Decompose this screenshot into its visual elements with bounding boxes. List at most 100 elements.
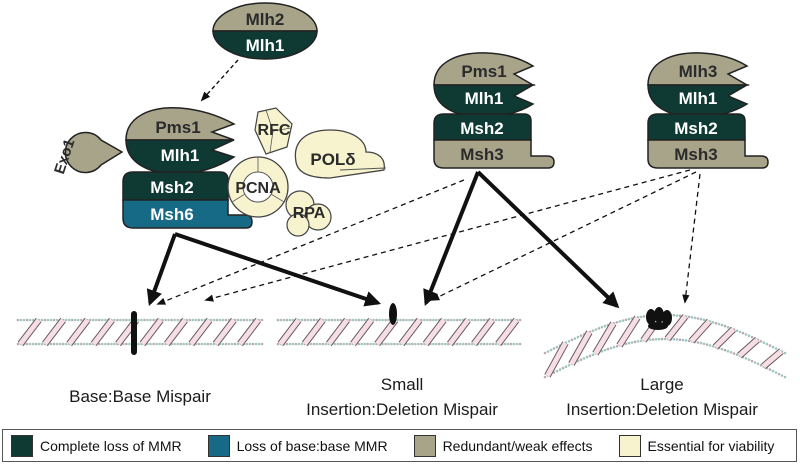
dna-base-dot [494, 342, 498, 346]
dna-strand-segment [689, 319, 712, 343]
dna-base-dot [363, 318, 366, 322]
dna-base-dot [236, 342, 240, 346]
dna-base-dot [212, 342, 216, 346]
dna-base-dot [212, 318, 216, 322]
dna-base-dot [642, 315, 646, 318]
dna-base-dot [396, 342, 399, 346]
dna-base-dot [482, 342, 486, 346]
dna-base-dot [774, 347, 778, 350]
middle-msh3-label: Msh3 [460, 145, 503, 164]
dna-base-dot [372, 342, 375, 346]
dna-base-dot [600, 325, 604, 329]
dna-base-dot [40, 342, 44, 346]
dna-base-dot [759, 340, 763, 343]
pcna-label: PCNA [235, 180, 281, 197]
dna-base-dot [482, 318, 486, 322]
left-pms1-label: Pms1 [155, 118, 200, 137]
legend-label: Essential for viability [647, 437, 775, 454]
dna-base-dot [594, 328, 598, 331]
dna-base-dot [73, 342, 77, 346]
dna-base-dot [546, 350, 550, 353]
dna-strand-segment [351, 318, 374, 346]
dna-base-dot [672, 338, 676, 341]
dna-base-dot [351, 318, 355, 322]
dna-base-dot [473, 318, 477, 322]
dna-base-dot [318, 342, 322, 346]
dna-base-dot [16, 342, 20, 346]
dna-base-dot [600, 349, 604, 353]
dna-base-dot [291, 318, 295, 322]
dna-base-dot [696, 341, 700, 344]
dna-base-dot [756, 362, 760, 366]
dna-base-dot [116, 318, 119, 322]
dna-base-dot [276, 318, 280, 322]
dna-base-dot [612, 345, 616, 349]
dna-base-dot [657, 337, 661, 341]
dna-base-dot [52, 318, 56, 322]
mlh2-mlh1-dimer: Mlh2 Mlh1 [212, 2, 318, 60]
dna-strand-segment [42, 318, 66, 346]
dna-strand-segment [18, 318, 41, 346]
dna-base-dot [687, 315, 691, 319]
dna-base-dot [260, 318, 264, 322]
mlh2-label: Mlh2 [246, 10, 285, 29]
dna-base-dot [711, 345, 715, 348]
dna-base-dot [675, 314, 679, 317]
dna-base-dot [224, 342, 228, 346]
dna-base-dot [197, 318, 200, 322]
dna-base-dot [458, 318, 462, 322]
dna-base-dot [285, 342, 289, 346]
dna-base-dot [70, 318, 74, 322]
left-msh6-label: Msh6 [150, 205, 193, 224]
dna-base-dot [491, 342, 495, 346]
dna-base-dot [312, 318, 316, 322]
dna-base-dot [777, 372, 781, 376]
dna-base-dot [555, 345, 559, 349]
dna-base-dot [80, 342, 83, 346]
dna-base-dot [46, 318, 50, 322]
dna-base-dot [699, 341, 703, 345]
dna-base-dot [16, 318, 20, 322]
dna-base-dot [411, 318, 414, 322]
legend-swatch-complete-loss [11, 434, 33, 457]
dna-base-dot [64, 318, 68, 322]
dna-base-dot [152, 342, 155, 346]
dna-base-dot [128, 342, 131, 346]
dna-base-dot [576, 335, 580, 339]
legend-label: Redundant/weak effects [442, 437, 593, 454]
dna-base-dot [333, 342, 337, 346]
dna-base-dot [381, 318, 384, 322]
dna-base-dot [357, 318, 361, 322]
dna-base-dot [58, 342, 62, 346]
dna-base-dot [467, 342, 471, 346]
dna-base-dot [408, 342, 411, 346]
dna-strand-segment [189, 318, 212, 346]
dna-base-dot [384, 318, 387, 322]
dna-base-dot [89, 318, 92, 322]
dna-base-dot [771, 345, 775, 349]
dna-strand-segment [164, 318, 188, 346]
dna-base-dot [774, 371, 778, 374]
dna-base-dot [158, 342, 161, 346]
dna-base-dot [342, 342, 346, 346]
left-msh2-label: Msh2 [150, 178, 193, 197]
legend-item-complete-loss: Complete loss of MMR [11, 434, 182, 457]
dna-base-dot [750, 335, 754, 339]
dna-base-dot [771, 369, 775, 373]
dna-base-dot [615, 345, 619, 348]
dna-base-dot [624, 342, 628, 346]
dna-base-dot [506, 342, 510, 346]
dna-base-dot [152, 318, 155, 322]
dna-strand-segment [617, 316, 640, 347]
dna-base-dot [95, 318, 98, 322]
dna-base-dot [639, 339, 643, 343]
dna-base-dot [221, 342, 225, 346]
dna-base-dot [194, 318, 197, 322]
dna-base-dot [735, 329, 739, 333]
dna-base-dot [309, 342, 313, 346]
dna-base-dot [678, 338, 682, 342]
dna-base-dot [458, 342, 462, 346]
right-mlh3-label: Mlh3 [679, 62, 718, 81]
dna-base-dot [585, 355, 589, 359]
dna-base-dot [591, 353, 595, 357]
